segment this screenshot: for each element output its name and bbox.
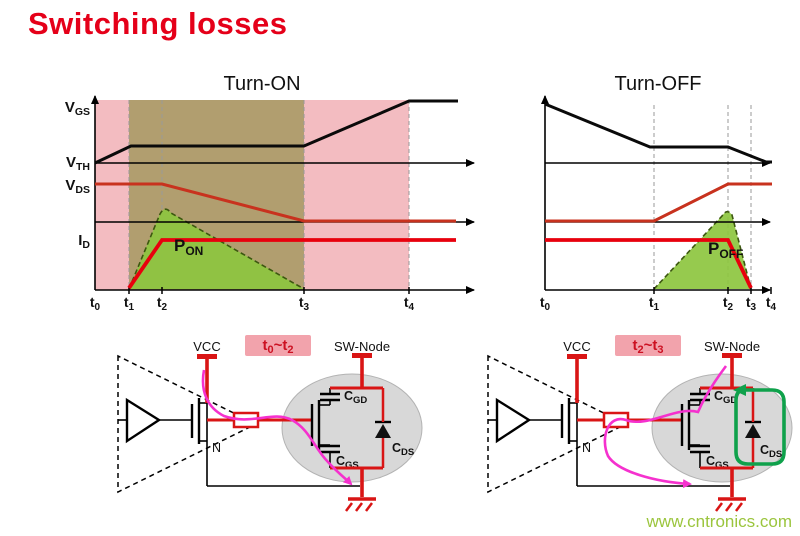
sw-node-symbol — [722, 353, 742, 388]
turn-off-circuit: VCC t2~t3 SW-Node N — [487, 335, 793, 512]
turn-on-title: Turn-ON — [223, 73, 300, 95]
interval-label: t0~t2 — [262, 337, 293, 356]
page-title: Switching losses — [28, 6, 288, 41]
vds-trace — [95, 182, 456, 223]
svg-text:t4: t4 — [404, 294, 415, 313]
time-guides — [128, 100, 410, 290]
id-label: ID — [78, 232, 90, 251]
svg-text:t4: t4 — [766, 294, 777, 313]
ground-symbol — [345, 497, 376, 512]
driver-boundary — [487, 354, 628, 494]
pon-label: PON — [174, 236, 203, 258]
cgd-label: CGD — [714, 389, 737, 406]
driver-boundary — [117, 354, 258, 494]
buffer-icon — [125, 397, 162, 444]
turn-off-time-labels: t0 t1 t2 t3 t4 — [540, 294, 777, 313]
turn-off-title: Turn-OFF — [614, 73, 701, 95]
cgd-label: CGD — [344, 389, 367, 406]
id-trace — [127, 238, 456, 290]
cgs-label: CGS — [706, 454, 729, 471]
pon-outline — [128, 208, 305, 290]
svg-text:t1: t1 — [649, 294, 660, 313]
nmos-label: N — [212, 441, 221, 455]
pushpull-stage — [190, 398, 360, 487]
interval-label: t2~t3 — [632, 337, 663, 356]
vgs-trace — [544, 102, 772, 164]
power-mosfet — [310, 388, 391, 468]
vth-label: VTH — [66, 154, 90, 173]
sw-node-label: SW-Node — [704, 339, 760, 354]
vcc-symbol — [567, 354, 587, 403]
vcc-label: VCC — [193, 339, 220, 354]
buffer-icon — [495, 397, 532, 444]
vds-trace — [545, 182, 772, 223]
poff-outline — [653, 210, 752, 290]
pushpull-stage — [560, 398, 730, 487]
poff-area — [654, 211, 751, 289]
vcc-symbol — [197, 354, 217, 403]
turn-on-time-labels: t0 t1 t2 t3 t4 — [90, 294, 415, 313]
green-arrowhead — [733, 384, 746, 396]
body-diode — [375, 388, 391, 468]
interval-badge — [615, 335, 681, 356]
cgs-label: CGS — [336, 454, 359, 471]
sw-node-symbol — [352, 353, 372, 388]
svg-text:t1: t1 — [124, 294, 135, 313]
svg-text:t0: t0 — [90, 294, 101, 313]
poff-label: POFF — [708, 239, 743, 261]
cds-label: CDS — [760, 443, 782, 460]
gate-current-path — [603, 365, 728, 489]
vgs-label: VGS — [65, 99, 90, 118]
vcc-label: VCC — [563, 339, 590, 354]
id-trace — [545, 238, 753, 289]
mosfet-ellipse — [651, 373, 793, 483]
svg-text:t2: t2 — [157, 294, 168, 313]
turn-on-plot: Turn-ON VGS — [65, 73, 475, 313]
sw-node-label: SW-Node — [334, 339, 390, 354]
interval-badge — [245, 335, 311, 356]
turn-off-plot: Turn-OFF POFF t0 — [540, 73, 777, 313]
cds-current-loop — [733, 384, 786, 466]
cgs-capacitor — [690, 444, 710, 468]
svg-text:t0: t0 — [540, 294, 551, 313]
svg-text:t3: t3 — [746, 294, 757, 313]
cds-label: CDS — [392, 441, 414, 458]
svg-text:t2: t2 — [723, 294, 734, 313]
vgs-trace — [94, 99, 458, 165]
watermark: www.cntronics.com — [646, 512, 792, 531]
time-ticks — [653, 287, 772, 294]
gate-current-path — [201, 369, 353, 486]
ground-symbol — [715, 497, 746, 512]
nmos-label: N — [582, 441, 591, 455]
time-ticks — [128, 287, 410, 294]
svg-text:t3: t3 — [299, 294, 310, 313]
vds-label: VDS — [65, 177, 90, 196]
pon-area — [129, 209, 304, 289]
power-mosfet — [680, 388, 761, 468]
turn-on-circuit: VCC t0~t2 SW-Node N — [117, 335, 423, 512]
